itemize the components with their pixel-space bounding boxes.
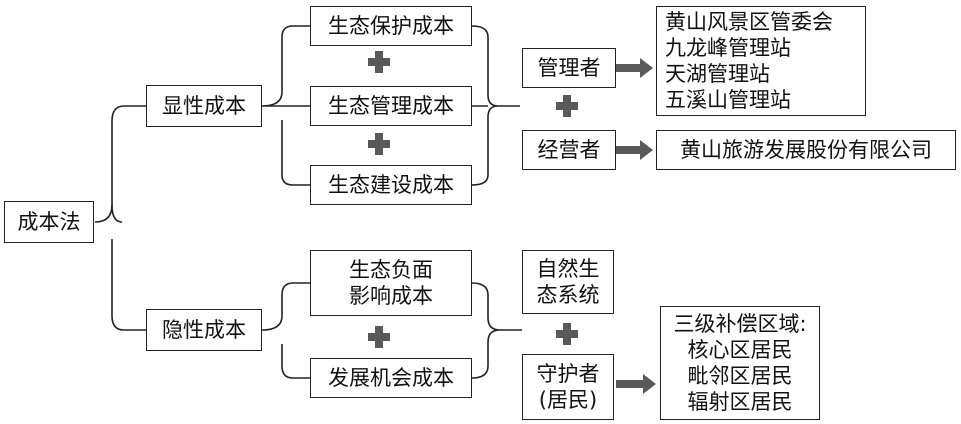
arrow-icons	[616, 58, 656, 394]
eco-construction-cost-node: 生态建设成本	[310, 165, 472, 205]
plus-icon	[368, 51, 390, 73]
explicit-right-brace	[471, 25, 520, 186]
arrow-right-icon	[616, 140, 653, 160]
operator-targets-node: 黄山旅游发展股份有限公司	[656, 130, 956, 170]
eco-management-cost-node: 生态管理成本	[310, 86, 472, 126]
implicit-right-brace	[471, 282, 522, 379]
plus-icon	[368, 326, 390, 348]
manager-targets-node: 黄山风景区管委会 九龙峰管理站 天湖管理站 五溪山管理站	[656, 6, 866, 116]
implicit-cost-node: 隐性成本	[146, 309, 262, 351]
guardian-residents-node: 守护者 (居民)	[522, 354, 614, 420]
eco-negative-impact-cost-node: 生态负面 影响成本	[310, 250, 472, 316]
manager-node: 管理者	[522, 48, 616, 88]
plus-icon	[368, 133, 390, 155]
root-node: 成本法	[4, 201, 94, 243]
explicit-cost-node: 显性成本	[146, 85, 262, 127]
arrow-right-icon	[616, 58, 653, 78]
plus-icons	[368, 51, 578, 348]
root-brace	[94, 105, 146, 331]
plus-icon	[556, 323, 578, 345]
arrow-right-icon	[616, 374, 656, 394]
plus-icon	[556, 95, 578, 117]
compensation-regions-node: 三级补偿区域: 核心区居民 毗邻区居民 辐射区居民	[660, 306, 820, 420]
operator-node: 经营者	[522, 130, 616, 170]
eco-protection-cost-node: 生态保护成本	[310, 6, 472, 46]
explicit-left-brace	[261, 25, 310, 186]
implicit-left-brace	[261, 282, 310, 379]
natural-ecosystem-node: 自然生 态系统	[522, 250, 614, 314]
development-opportunity-cost-node: 发展机会成本	[310, 358, 472, 398]
